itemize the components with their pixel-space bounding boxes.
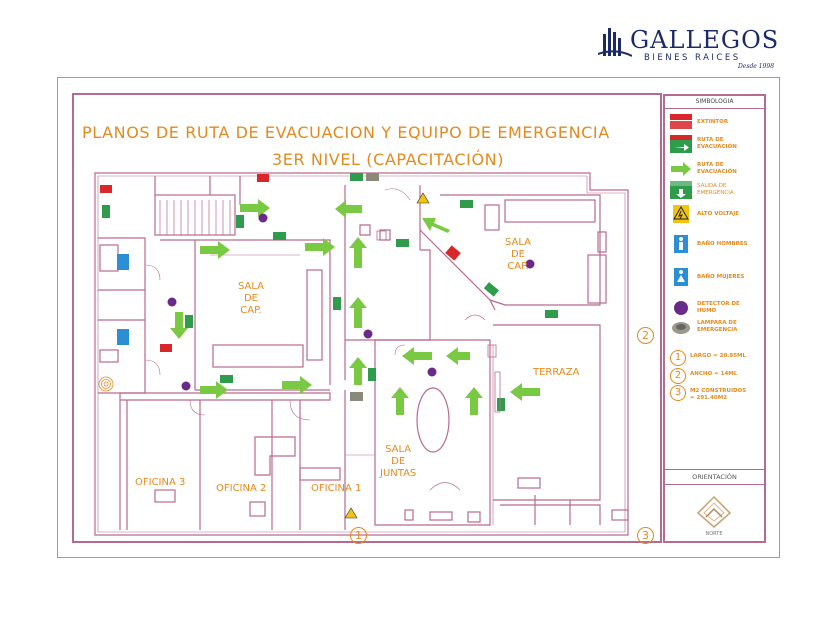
dimension-number: 1 [670,350,686,366]
legend-item-bano-mujeres: BAÑO MUJERES [670,268,764,292]
bano-hombres-icon [674,235,688,253]
legend-item-extintor: EXTINTOR [670,113,764,137]
green-arrow-icon [349,237,367,268]
legend-label: BAÑO HOMBRES [697,241,748,247]
legend-dimension-3: 3 M2 CONSTRUIDOS = 291.40M2 [670,385,764,403]
room-label-sala-cap-right: SALA DE CAP. [505,237,532,272]
detector-humo-icon [674,301,688,315]
salida-emergencia-icon [670,181,692,199]
plan-title: PLANOS DE RUTA DE EVACUACION Y EQUIPO DE… [82,123,610,142]
green-arrow-icon [422,218,450,233]
ruta-evacuacion-sign-icon [670,135,692,153]
dimension-marker-2: 2 [637,327,654,344]
legend-label: BAÑO MUJERES [697,274,745,280]
green-arrow-icon [349,357,367,385]
legend-item-bano-hombres: BAÑO HOMBRES [670,235,764,259]
green-arrow-icon [671,162,691,176]
gallegos-logo: GALLEGOS BIENES RAICES Desde 1998 [598,22,788,74]
legend-item-salida: SALIDA DE EMERGENCIA [670,181,764,205]
logo-brand: GALLEGOS [630,26,780,54]
north-label: NORTE [705,531,723,537]
green-arrow-icon [465,387,483,415]
dimension-number: 3 [670,385,686,401]
legend-label: EXTINTOR [697,119,729,125]
room-label-sala-cap-left: SALA DE CAP. [238,281,265,316]
green-arrow-icon [335,200,362,218]
legend-item-detector: DETECTOR DE HUMO [670,299,764,323]
dimension-number: 2 [670,368,686,384]
dimension-label: M2 CONSTRUIDOS = 291.40M2 [690,388,747,401]
legend-panel: SIMBOLOGIA EXTINTOR RUTA DE EVACUACIÓN R… [663,94,766,543]
green-arrow-icon [402,347,432,365]
green-arrow-icon [349,297,367,328]
compass-north-icon [696,495,732,528]
legend-heading: SIMBOLOGIA [665,96,764,109]
logo-subtitle: BIENES RAICES [644,53,741,63]
exit-signs [102,173,558,411]
green-arrow-icon [305,238,335,256]
building-logo-icon [598,28,632,57]
high-voltage-signs [344,192,430,519]
green-arrow-icon [446,347,470,365]
room-label-sala-juntas: SALA DE JUNTAS [380,444,417,479]
legend-label: RUTA DE EVACUACIÓN [697,137,737,150]
extinguishers [100,174,461,352]
room-label-oficina1: OFICINA 1 [311,483,362,494]
dimension-label: ANCHO = 14ML [690,371,738,377]
green-arrow-icon [240,199,270,217]
logo-since: Desde 1998 [738,63,775,70]
legend-dimension-2: 2 ANCHO = 14ML [670,368,764,386]
room-label-oficina2: OFICINA 2 [216,483,267,494]
plan-subtitle: 3ER NIVEL (CAPACITACIÓN) [272,150,505,169]
legend-dimension-1: 1 LARGO = 20.95ML [670,350,764,368]
legend-label: RUTA DE EVACUACIÓN [697,162,737,175]
green-arrow-icon [391,387,409,415]
alto-voltaje-icon [673,205,689,223]
legend-item-ruta-arrow: RUTA DE EVACUACIÓN [670,160,764,184]
legend-label: SALIDA DE EMERGENCIA [697,183,734,196]
bano-mujeres-icon [674,268,688,286]
room-label-oficina3: OFICINA 3 [135,477,186,488]
green-arrow-icon [282,376,312,394]
spiral-stair-icon [98,376,114,392]
room-label-terraza: TERRAZA [533,367,580,378]
dimension-marker-3: 3 [637,527,654,544]
green-arrow-icon [170,312,188,339]
legend-divider [665,484,764,485]
legend-item-alto-voltaje: ALTO VOLTAJE [670,205,764,229]
extintor-icon [670,114,692,129]
legend-label: ALTO VOLTAJE [697,211,740,217]
lampara-emergencia-icon [672,322,690,334]
green-arrow-icon [200,241,230,259]
legend-divider [665,469,764,470]
dimension-label: LARGO = 20.95ML [690,353,746,359]
orientation-heading: ORIENTACIÓN [692,473,737,481]
green-arrow-icon [510,383,540,401]
smoke-detectors [167,213,535,391]
legend-item-ruta-sign: RUTA DE EVACUACIÓN [670,135,764,159]
green-arrow-icon [200,381,228,399]
legend-item-lampara: LAMPARA DE EMERGENCIA [670,318,764,342]
dimension-marker-1: 1 [350,527,367,544]
legend-label: LAMPARA DE EMERGENCIA [697,320,738,333]
restroom-signs [117,254,129,345]
plan-frame [72,93,662,543]
evacuation-arrows [170,199,540,415]
outer-frame [57,77,780,558]
legend-label: DETECTOR DE HUMO [697,301,740,314]
emergency-lamps [350,173,379,401]
